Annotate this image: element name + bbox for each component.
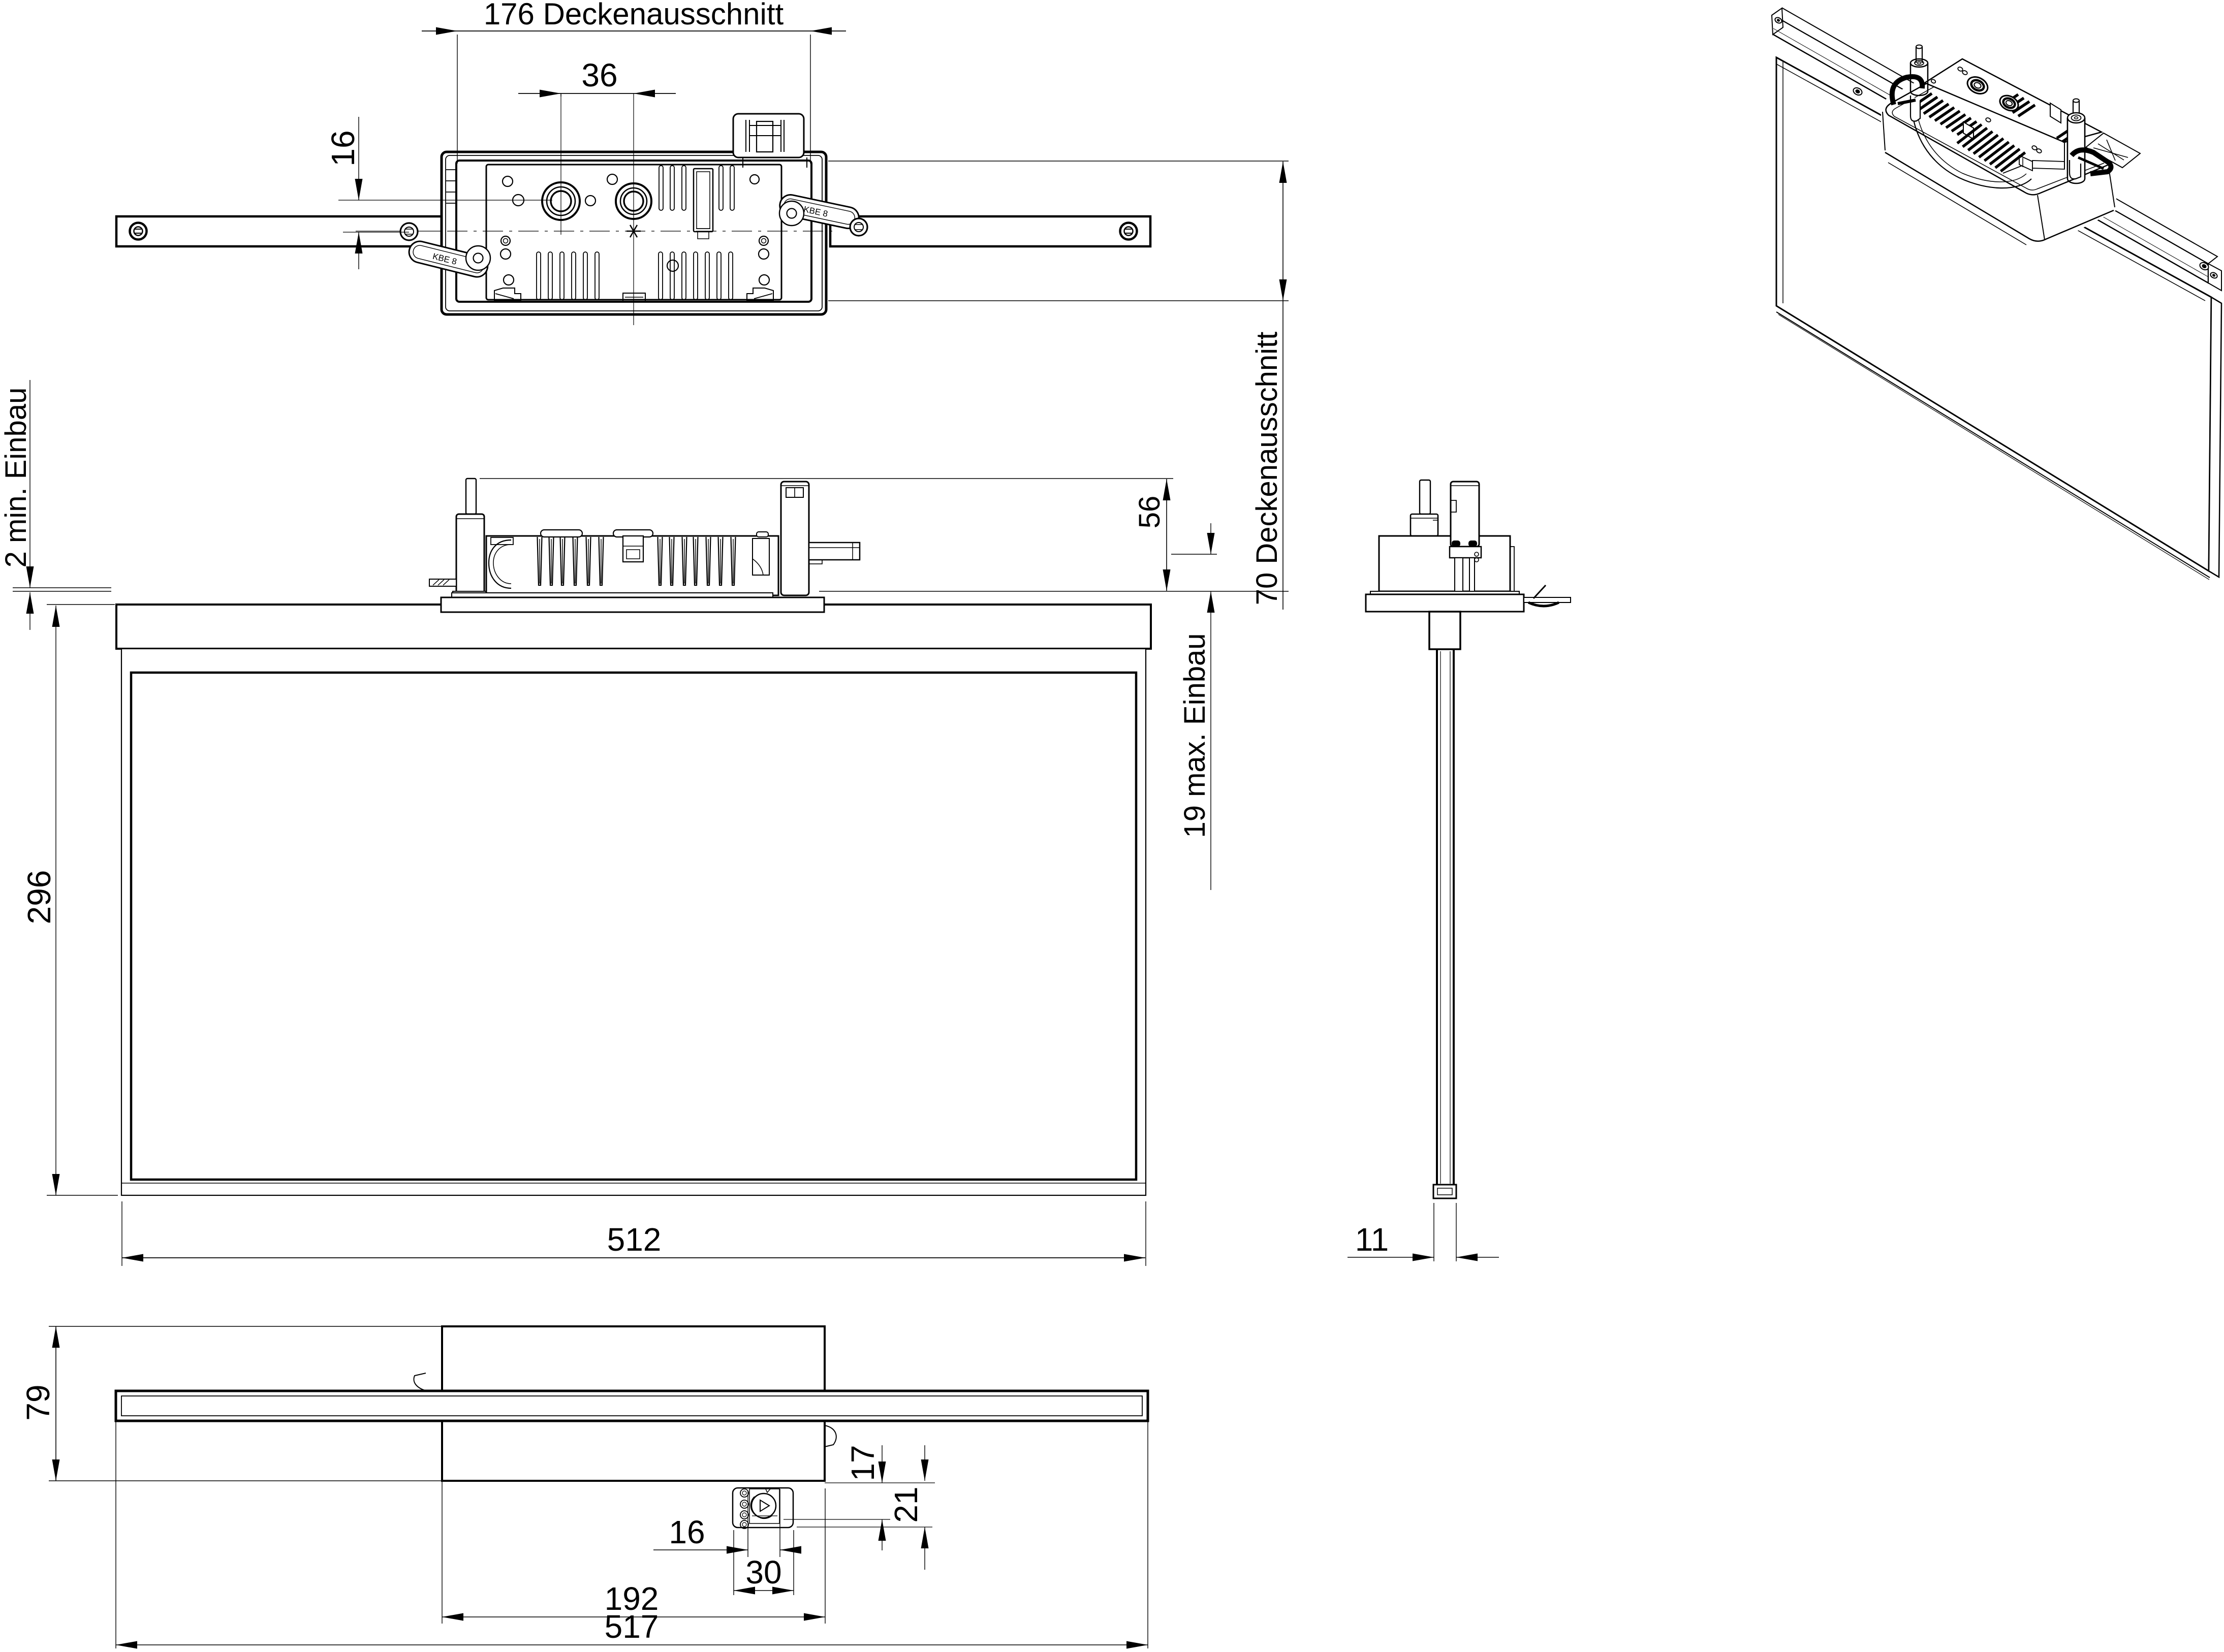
svg-text:79: 79 <box>20 1384 56 1420</box>
svg-text:192: 192 <box>605 1580 659 1617</box>
svg-text:56: 56 <box>1133 496 1166 529</box>
svg-text:2 min. Einbau: 2 min. Einbau <box>0 388 33 568</box>
svg-text:11: 11 <box>1355 1221 1389 1258</box>
svg-text:176 Deckenausschnitt: 176 Deckenausschnitt <box>484 0 784 31</box>
svg-text:30: 30 <box>745 1554 781 1591</box>
svg-text:16: 16 <box>325 130 361 166</box>
svg-text:19 max. Einbau: 19 max. Einbau <box>1178 633 1211 838</box>
svg-text:512: 512 <box>607 1221 662 1258</box>
svg-text:70 Deckenausschnitt: 70 Deckenausschnitt <box>1250 332 1283 605</box>
svg-text:296: 296 <box>21 870 57 925</box>
svg-text:21: 21 <box>888 1486 924 1522</box>
svg-text:16: 16 <box>669 1514 705 1550</box>
svg-text:17: 17 <box>844 1445 881 1481</box>
svg-text:517: 517 <box>605 1608 659 1645</box>
svg-text:36: 36 <box>581 57 617 93</box>
